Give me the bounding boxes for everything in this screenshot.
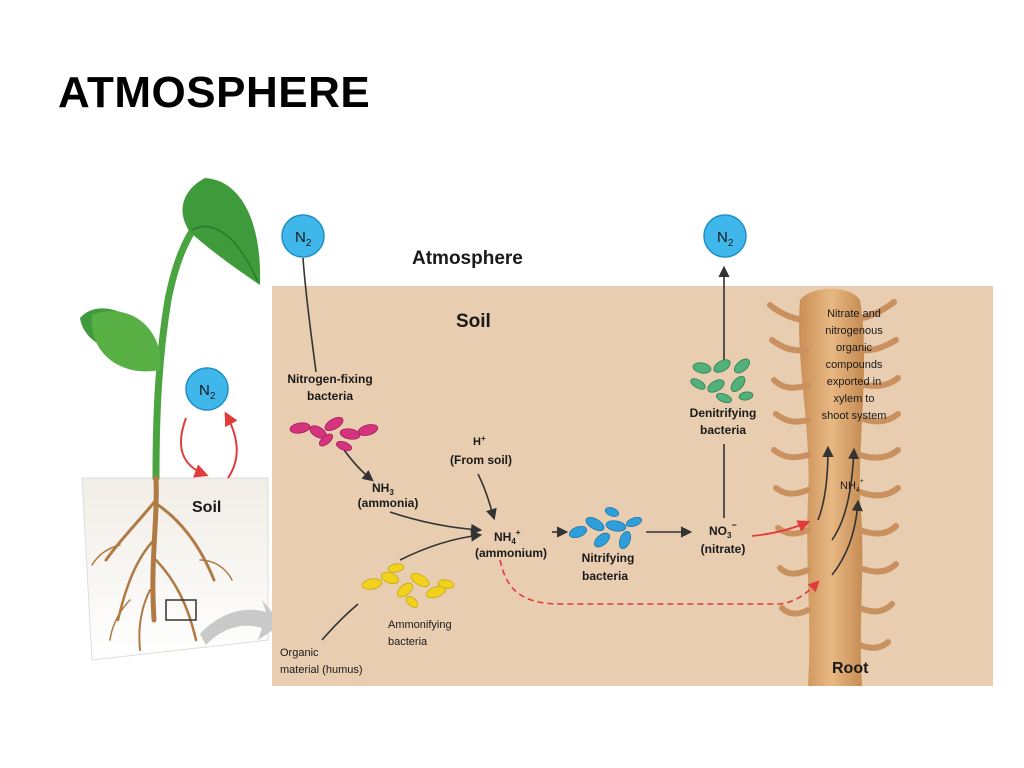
nh4-label: NH4+: [494, 528, 521, 546]
arrow-organic-to-ammonifying: [321, 603, 359, 641]
nitrogen-fixing-bacteria: [289, 416, 379, 452]
root-label: Root: [832, 660, 869, 677]
denitrifying-label-2: bacteria: [700, 423, 746, 437]
n2-bubble-right: [703, 214, 747, 258]
organic-label-1: Organic: [280, 647, 319, 659]
arrow-root-up-1: [817, 445, 834, 521]
nh3-label: NH3: [372, 481, 394, 497]
export-text: Nitrate and nitrogenous organic compound…: [822, 308, 887, 422]
n2-left-label: N2: [295, 229, 312, 249]
nitrifying-label-2: bacteria: [582, 569, 628, 583]
soil-panel-label: Soil: [456, 311, 491, 332]
ammonia-label: (ammonia): [358, 496, 419, 510]
no3-label: NO3−: [709, 520, 737, 540]
arrow-root-up-3: [831, 499, 863, 576]
denitrifying-bacteria: [690, 358, 754, 404]
export-line: compounds: [826, 359, 883, 371]
zoom-arrow: [200, 600, 282, 645]
zoom-box: [165, 599, 197, 621]
ammonifying-bacteria: [361, 563, 455, 608]
plant-red-arrow-down: [179, 417, 209, 478]
nitrate-label: (nitrate): [701, 542, 746, 556]
root-nh4-label: NH4+: [840, 478, 864, 494]
plant-roots: [91, 475, 233, 651]
export-line: organic: [836, 342, 873, 354]
plant-n2-bubble: [185, 367, 229, 411]
export-line: Nitrate and: [827, 308, 881, 320]
arrow-h-to-nh4: [477, 473, 497, 521]
from-soil-label: (From soil): [450, 453, 512, 467]
flow-arrows: [302, 257, 863, 641]
arrow-n2-to-fixing: [302, 257, 317, 373]
nitrifying-bacteria: [568, 507, 643, 550]
plant-soil-block: [81, 477, 269, 661]
export-line: exported in: [827, 376, 881, 388]
arrow-nh4-to-root-dashed: [499, 559, 820, 605]
export-line: xylem to: [834, 393, 875, 405]
denitrifying-label-1: Denitrifying: [690, 406, 757, 420]
slide-title: ATMOSPHERE: [58, 68, 371, 117]
ammonium-label: (ammonium): [475, 546, 547, 560]
export-line: shoot system: [822, 410, 887, 422]
soil-plant-label: Soil: [192, 499, 221, 516]
atmosphere-label: Atmosphere: [412, 248, 523, 269]
export-line: nitrogenous: [825, 325, 883, 337]
arrow-ammonifying-to-nh4: [399, 530, 483, 561]
nitrogen-fixing-label-1: Nitrogen-fixing: [287, 372, 372, 386]
root-hairs: [767, 299, 901, 651]
plant-illustration: [80, 178, 282, 661]
soil-panel: [272, 286, 993, 686]
arrow-nh3-to-nh4: [389, 511, 483, 535]
plant-leaf-left-big: [91, 311, 161, 372]
arrow-no3-to-root: [751, 520, 811, 537]
n2-right-label: N2: [717, 229, 734, 249]
n2-bubble-left: [281, 214, 325, 258]
plant-stem: [152, 221, 200, 482]
plant-red-arrow-up: [224, 411, 238, 479]
nitrifying-label-1: Nitrifying: [582, 551, 635, 565]
ammonifying-label-2: bacteria: [388, 636, 428, 648]
ammonifying-label-1: Ammonifying: [388, 619, 452, 631]
h-plus-label: H+: [473, 434, 486, 448]
n2-plant-label: N2: [199, 382, 216, 402]
nitrogen-fixing-label-2: bacteria: [307, 389, 353, 403]
arrow-root-up-2: [831, 447, 860, 541]
organic-label-2: material (humus): [280, 664, 363, 676]
